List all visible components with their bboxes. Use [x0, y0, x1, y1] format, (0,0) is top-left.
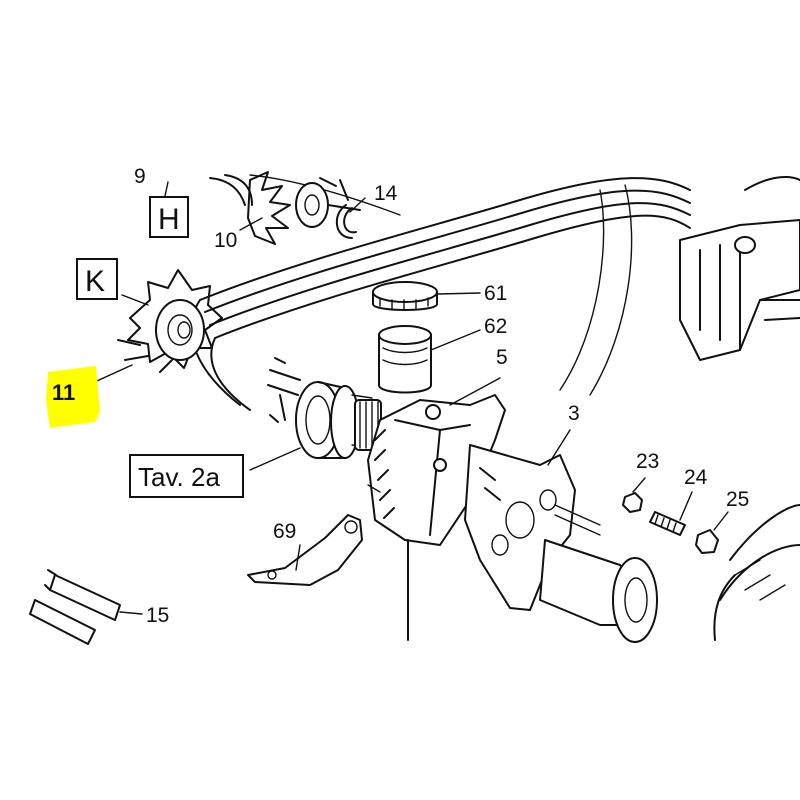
bushing-62	[378, 325, 481, 394]
section-box-h: H	[149, 196, 189, 238]
section-box-k: K	[76, 258, 118, 300]
stud-24	[649, 491, 693, 536]
callout-5: 5	[496, 346, 508, 369]
callout-69: 69	[273, 520, 296, 543]
callout-10: 10	[214, 229, 237, 252]
fan-11	[117, 269, 223, 373]
callout-9: 9	[134, 165, 146, 188]
callout-11: 11	[52, 380, 75, 405]
pins-15	[29, 569, 143, 645]
highlight-marker	[46, 366, 100, 428]
reference-box-tav: Tav. 2a	[129, 454, 244, 498]
nut-25	[695, 511, 729, 554]
nut-23	[622, 477, 646, 513]
housing-3	[464, 429, 658, 643]
reference-label: Tav. 2a	[138, 462, 220, 492]
fan-10	[209, 171, 361, 245]
bracket-69	[247, 514, 363, 586]
tyre-partial	[713, 504, 800, 641]
callout-3: 3	[568, 402, 580, 425]
callout-14: 14	[374, 182, 398, 205]
frame-assembly	[679, 176, 800, 361]
circlip-14	[336, 204, 357, 239]
section-label-k: K	[85, 265, 105, 298]
callout-23: 23	[636, 450, 659, 473]
input-shaft-assembly	[249, 357, 382, 471]
callout-24: 24	[684, 466, 708, 489]
callout-25: 25	[726, 488, 749, 511]
callout-61: 61	[484, 282, 507, 305]
callout-62: 62	[484, 315, 507, 338]
drive-belts	[190, 174, 691, 411]
callout-15: 15	[146, 604, 169, 627]
section-label-h: H	[158, 203, 180, 236]
bearing-61	[372, 281, 481, 311]
